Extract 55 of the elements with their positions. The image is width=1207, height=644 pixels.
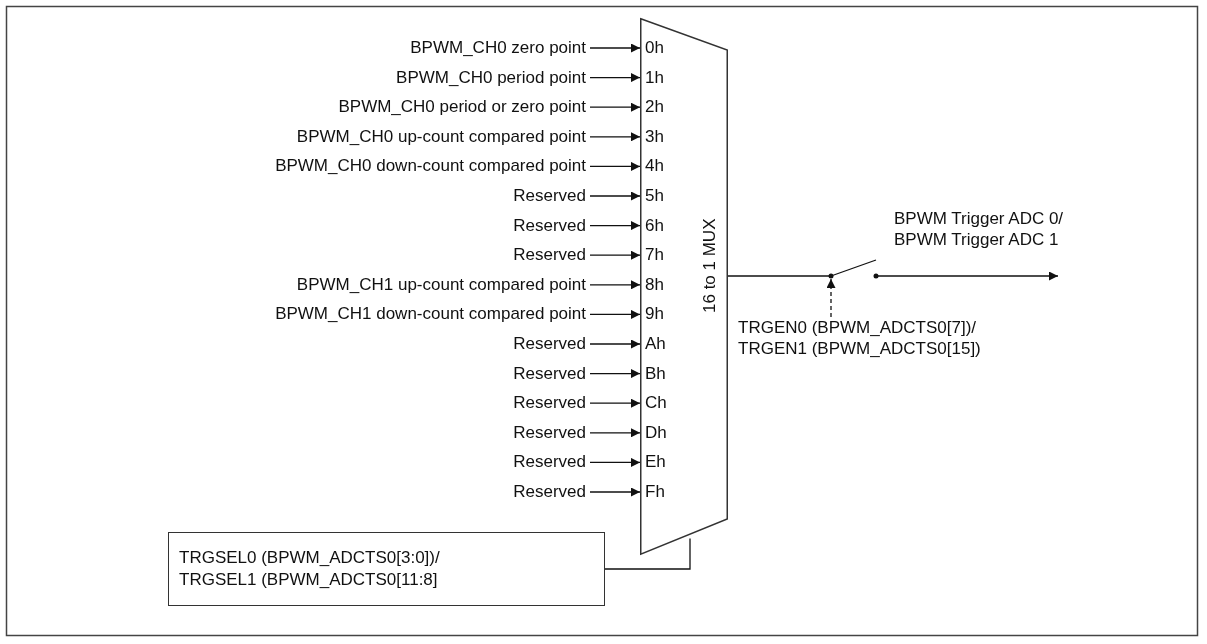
port-label: 6h <box>645 214 664 237</box>
signal-label: Reserved <box>90 361 586 386</box>
port-label: 5h <box>645 185 664 207</box>
port-label: 1h <box>645 66 664 89</box>
multiplexer <box>640 18 728 555</box>
port-label: 9h <box>645 303 664 326</box>
arrow <box>589 73 641 83</box>
signal-label: Reserved <box>90 243 586 268</box>
mux-label: 16 to 1 MUX <box>700 217 720 313</box>
port-label: 2h <box>645 96 664 119</box>
signal-label: BPWM_CH0 zero point <box>90 36 586 60</box>
arrow <box>589 132 641 142</box>
signal-label: Reserved <box>90 391 586 416</box>
signal-label: Reserved <box>90 480 586 504</box>
signal-label: BPWM_CH0 up-count compared point <box>90 124 586 149</box>
signal-label: Reserved <box>90 450 586 475</box>
control-arrow <box>826 278 836 318</box>
signal-label: BPWM_CH0 period or zero point <box>90 95 586 120</box>
arrow <box>589 280 641 290</box>
signal-label: BPWM_CH1 up-count compared point <box>90 272 586 297</box>
port-label: Bh <box>645 362 666 385</box>
arrow <box>589 398 641 408</box>
port-label: Ah <box>645 333 666 355</box>
port-label: 3h <box>645 125 664 148</box>
signal-label: Reserved <box>90 184 586 208</box>
signal-label: BPWM_CH0 down-count compared point <box>90 154 586 179</box>
connector-line <box>604 537 691 570</box>
arrow <box>589 221 641 231</box>
port-label: Dh <box>645 421 667 444</box>
port-label: 8h <box>645 273 664 296</box>
arrow <box>589 487 641 497</box>
arrow <box>589 43 641 53</box>
arrow <box>589 161 641 171</box>
port-label: Eh <box>645 451 666 474</box>
arrow <box>589 250 641 260</box>
signal-label: BPWM_CH0 period point <box>90 65 586 90</box>
port-label: 0h <box>645 37 664 59</box>
port-label: Ch <box>645 392 667 415</box>
arrow <box>589 369 641 379</box>
arrow <box>877 271 1059 281</box>
port-label: Fh <box>645 481 665 503</box>
connector-line <box>727 275 830 277</box>
arrow <box>589 102 641 112</box>
signal-label: Reserved <box>90 332 586 356</box>
arrow <box>589 428 641 438</box>
register-box: TRGSEL0 (BPWM_ADCTS0[3:0])/ TRGSEL1 (BPWM_ADCTS0[11:8] <box>168 532 605 606</box>
arrow <box>589 339 641 349</box>
signal-label: Reserved <box>90 420 586 445</box>
signal-label: BPWM_CH1 down-count compared point <box>90 302 586 327</box>
arrow <box>589 457 641 467</box>
arrow <box>589 309 641 319</box>
port-label: 7h <box>645 244 664 267</box>
port-label: 4h <box>645 155 664 178</box>
signal-label: Reserved <box>90 213 586 238</box>
arrow <box>589 191 641 201</box>
